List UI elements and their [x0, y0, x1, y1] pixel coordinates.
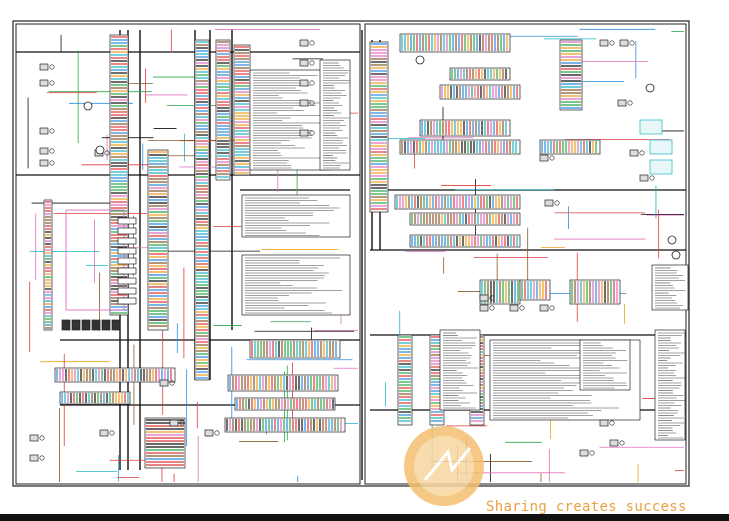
component-2 [39, 127, 55, 135]
connector-row-a [249, 339, 341, 359]
component-1 [39, 79, 55, 87]
table-block-2 [241, 254, 351, 316]
connector-row-p [569, 279, 621, 305]
component-8 [299, 79, 315, 87]
table-block-5 [579, 339, 631, 391]
component-27 [99, 429, 115, 437]
connector-row-h [539, 139, 601, 155]
connector-row-k [409, 234, 521, 248]
table-block-6 [249, 69, 331, 171]
component-9 [299, 99, 315, 107]
legend-block [651, 264, 689, 311]
gauge-1 [95, 145, 105, 155]
connector-row-s [144, 417, 186, 469]
connector-strip-g [369, 41, 389, 213]
connector-strip-h [559, 39, 583, 111]
connector-row-g [399, 139, 521, 155]
gauge-3 [667, 235, 677, 245]
component-24 [579, 449, 595, 457]
component-28 [29, 434, 45, 442]
connector-strip-i [397, 334, 413, 426]
component-29 [29, 454, 45, 462]
connector-row-o [479, 279, 521, 305]
component-layer [29, 33, 689, 469]
gauge-2 [645, 83, 655, 93]
table-block-1 [241, 194, 351, 238]
component-13 [629, 149, 645, 157]
connector-row-n [399, 33, 511, 53]
connector-row-q [519, 279, 551, 301]
connector-row-j [409, 212, 521, 226]
component-12 [619, 39, 635, 47]
sheet-border [12, 20, 690, 487]
watermark-text: Sharing creates success [486, 499, 687, 515]
left-panel-frame [15, 23, 361, 485]
component-0 [39, 63, 55, 71]
component-4 [39, 159, 55, 167]
component-3 [39, 147, 55, 155]
component-26 [204, 429, 220, 437]
watermark-logo [404, 426, 484, 506]
component-21 [479, 294, 495, 302]
gauge-0 [83, 101, 93, 111]
table-block-7 [319, 59, 351, 171]
connector-row-l [439, 84, 521, 100]
component-6 [299, 39, 315, 47]
component-16 [539, 154, 555, 162]
component-19 [509, 304, 525, 312]
connector-row-m [449, 67, 511, 81]
connector-strip-b [147, 149, 169, 331]
component-17 [544, 199, 560, 207]
gauge-5 [415, 55, 425, 65]
component-7 [299, 59, 315, 67]
connector-row-i [394, 194, 521, 210]
connector-row-f [419, 119, 511, 137]
connector-row-r [224, 417, 346, 433]
component-15 [617, 99, 633, 107]
gauge-4 [671, 250, 681, 260]
connector-row-c [234, 397, 336, 411]
connector-strip-c [194, 39, 210, 381]
right-panel-frame [364, 23, 687, 485]
component-25 [169, 419, 185, 427]
component-11 [599, 39, 615, 47]
connector-row-d [54, 367, 176, 383]
connector-row-b [227, 374, 339, 392]
note-block [654, 329, 686, 441]
connector-row-e [59, 391, 131, 405]
connector-strip-f [43, 199, 53, 331]
component-10 [299, 129, 315, 137]
table-block-4 [439, 329, 481, 411]
component-18 [479, 304, 495, 312]
component-23 [609, 439, 625, 447]
component-20 [539, 304, 555, 312]
component-14 [639, 174, 655, 182]
connector-strip-d [215, 39, 231, 181]
component-30 [159, 379, 175, 387]
bottom-bar [0, 514, 729, 521]
connector-strip-e [233, 44, 251, 176]
component-22 [599, 419, 615, 427]
